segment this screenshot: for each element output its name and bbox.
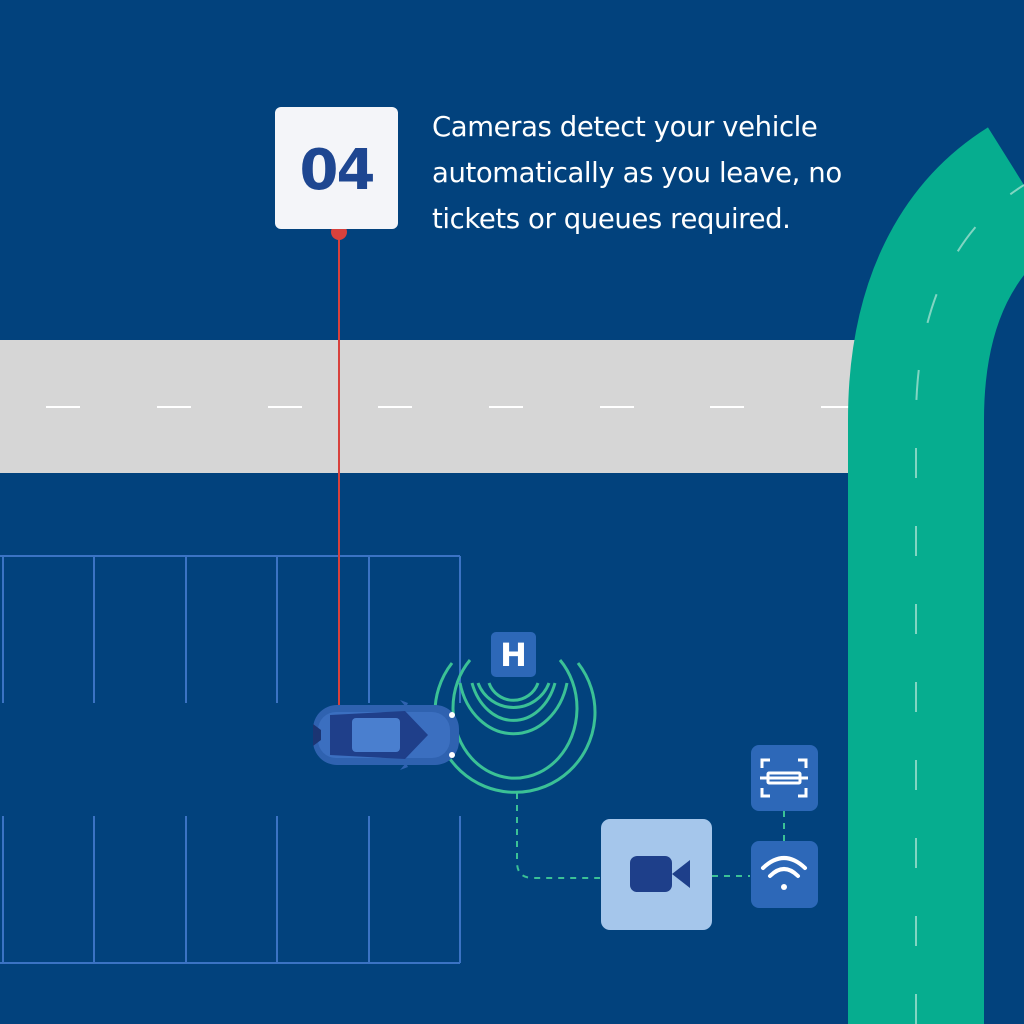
- step-number: 04: [299, 137, 376, 203]
- wifi-icon: [761, 856, 807, 890]
- camera-device: [601, 819, 712, 930]
- sign-board: H: [491, 632, 536, 677]
- wifi-device: [751, 841, 818, 908]
- scanner-device: [751, 745, 818, 811]
- step-card: 04: [275, 107, 398, 229]
- connections: [516, 793, 785, 879]
- main-road: [0, 340, 860, 473]
- sign-letter: H: [500, 636, 527, 674]
- step-caption: Cameras detect your vehicle automaticall…: [432, 111, 842, 235]
- video-camera-icon: [630, 856, 690, 892]
- plate-scan-icon: [760, 758, 808, 798]
- car: [313, 700, 459, 770]
- parking-bays: [0, 555, 461, 964]
- exit-road: [848, 127, 1024, 1024]
